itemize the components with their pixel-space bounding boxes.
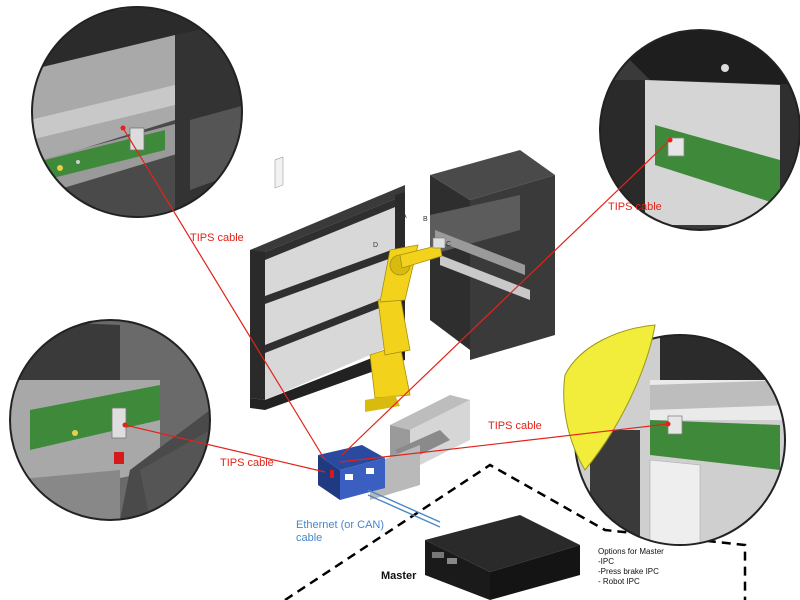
zoom-circle-middle-left (9, 319, 211, 521)
ethernet-label-line1: Ethernet (or CAN) (296, 519, 385, 531)
option-robot-ipc: - Robot IPC (598, 577, 640, 586)
ethernet-cable-label: Ethernet (or CAN) cable (296, 519, 384, 545)
tips-cable-label-top-left: TIPS cable (190, 232, 244, 244)
master-label: Master (381, 570, 417, 582)
option-ipc: -IPC (598, 557, 614, 566)
tips-cable-label-middle-left: TIPS cable (220, 457, 274, 469)
tips-cable-endpoints (120, 125, 673, 428)
options-title: Options for Master (598, 547, 664, 556)
master-pc-icon (425, 515, 580, 600)
tool-rack-icon (250, 156, 405, 410)
option-press-brake-ipc: -Press brake IPC (598, 567, 659, 576)
marker-c: C (446, 241, 452, 248)
master-module (318, 445, 385, 500)
master-options: Options for Master -IPC -Press brake IPC… (598, 547, 664, 587)
marker-d: D (373, 242, 379, 249)
marker-a: A (402, 213, 407, 220)
zoom-circle-top-right (599, 29, 800, 231)
ethernet-label-line2: cable (296, 532, 323, 544)
master-boundary (284, 463, 747, 600)
ethernet-cable-line (367, 489, 441, 528)
marker-b: B (423, 216, 428, 223)
tips-cable-label-top-right: TIPS cable (608, 201, 662, 213)
press-brake-icon (430, 150, 555, 360)
tips-cable-lines (122, 127, 671, 473)
robot-arm-icon (365, 237, 446, 412)
tips-cable-label-bottom-right: TIPS cable (488, 420, 542, 432)
zoom-circle-top-left (31, 6, 243, 218)
